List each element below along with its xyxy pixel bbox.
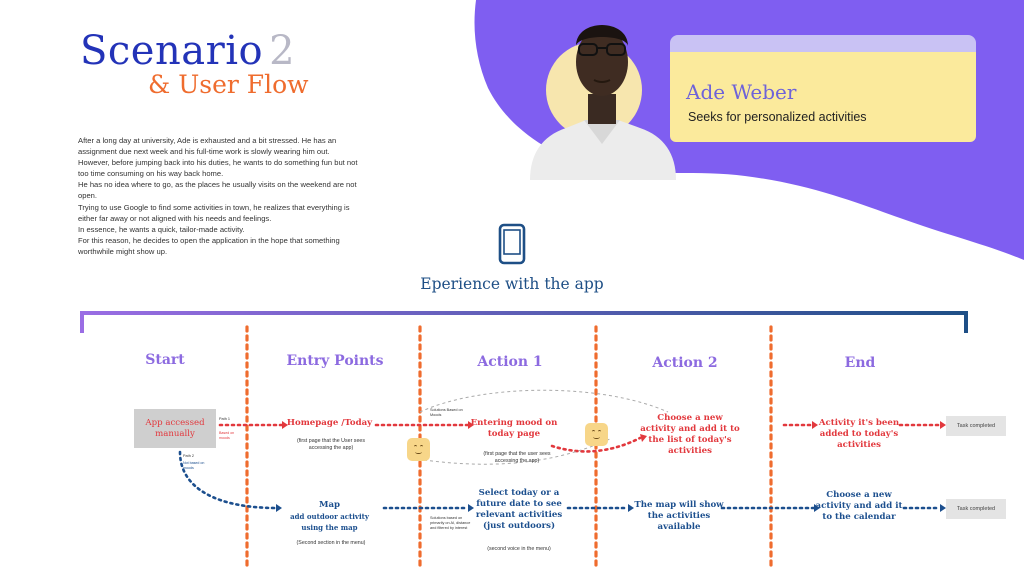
arrow-head (940, 504, 946, 512)
story-paragraph: He has no idea where to go, as the place… (78, 180, 357, 201)
loop-arc (419, 389, 669, 413)
flow-connector (550, 436, 642, 453)
start-node: App accessed manually (134, 409, 216, 448)
task-completed-badge: Task completed (946, 416, 1006, 436)
arrow-head (640, 434, 647, 442)
arrow-head (282, 421, 288, 429)
node-entering-mood-note: (first page that the user sees accessing… (483, 451, 551, 464)
story-paragraph: For this reason, he decides to open the … (78, 235, 340, 256)
phase-action-2: Action 2 (652, 355, 718, 371)
node-map: Map add outdoor activity using the map (282, 500, 377, 533)
node-choose-activity-today: Choose a new activity and add it to the … (640, 413, 740, 456)
phase-start: Start (145, 352, 185, 368)
node-map-subtitle: add outdoor activity using the map (290, 512, 369, 532)
node-map-note: (Second section in the menu) (296, 540, 366, 546)
path-1-label: Path 1 (219, 417, 230, 421)
arrow-head (940, 421, 946, 429)
path-2-label: Path 2 (183, 454, 194, 458)
persona-card-header (670, 35, 976, 57)
person-portrait (530, 25, 676, 180)
loop-arc (423, 437, 613, 465)
arrow-head (628, 504, 634, 512)
task-completed-badge: Task completed (946, 499, 1006, 519)
solutions-ai-note: Solutions based on primarily on AI, dist… (430, 516, 471, 530)
phase-action-1: Action 1 (477, 354, 543, 370)
node-homepage-note: (first page that the User sees accessing… (296, 438, 365, 451)
node-homepage-today: Homepage /Today (286, 418, 373, 428)
title-number: 2 (269, 28, 296, 74)
phone-icon (498, 223, 526, 265)
story-paragraph: In essence, he wants a quick, tailor-mad… (78, 224, 245, 234)
arrow-head (276, 504, 282, 512)
arrow-head (468, 504, 474, 512)
node-activity-added: Activity it's been added to today's acti… (818, 418, 900, 450)
phase-end: End (844, 355, 876, 371)
phase-entry-points: Entry Points (286, 353, 384, 369)
path-2-note: Not based on moods (183, 461, 205, 470)
persona-description: Seeks for personalized activities (688, 110, 867, 124)
arrow-head (468, 421, 474, 429)
story-paragraph: Trying to use Google to find some activi… (78, 202, 350, 223)
solutions-moods-note: Solutions Based on Moods (430, 408, 463, 417)
page-subtitle: & User Flow (148, 70, 309, 99)
phase-bracket (80, 311, 968, 333)
flow-connector (178, 450, 278, 510)
persona-name: Ade Weber (686, 80, 797, 104)
scenario-story: After a long day at university, Ade is e… (78, 135, 363, 257)
arrow-head (812, 421, 818, 429)
path-1-note: Based on moods (219, 431, 235, 440)
experience-title: Eperience with the app (420, 275, 604, 293)
node-map-shows-activities: The map will show the activities availab… (634, 500, 724, 532)
node-select-date: Select today or a future date to see rel… (475, 488, 563, 531)
story-paragraph: After a long day at university, Ade is e… (78, 136, 337, 157)
node-add-to-calendar: Choose a new activity and add it to the … (815, 490, 903, 522)
node-select-date-note: (second voice in the menu) (487, 546, 551, 552)
smile-emoji-icon (407, 438, 430, 461)
persona-card (670, 52, 976, 142)
node-map-title: Map (318, 500, 341, 510)
story-paragraph: However, before jumping back into his du… (78, 158, 358, 179)
arrow-head (814, 504, 820, 512)
node-entering-mood: Entering mood on today page (470, 418, 558, 439)
smile-emoji-icon (585, 423, 608, 446)
